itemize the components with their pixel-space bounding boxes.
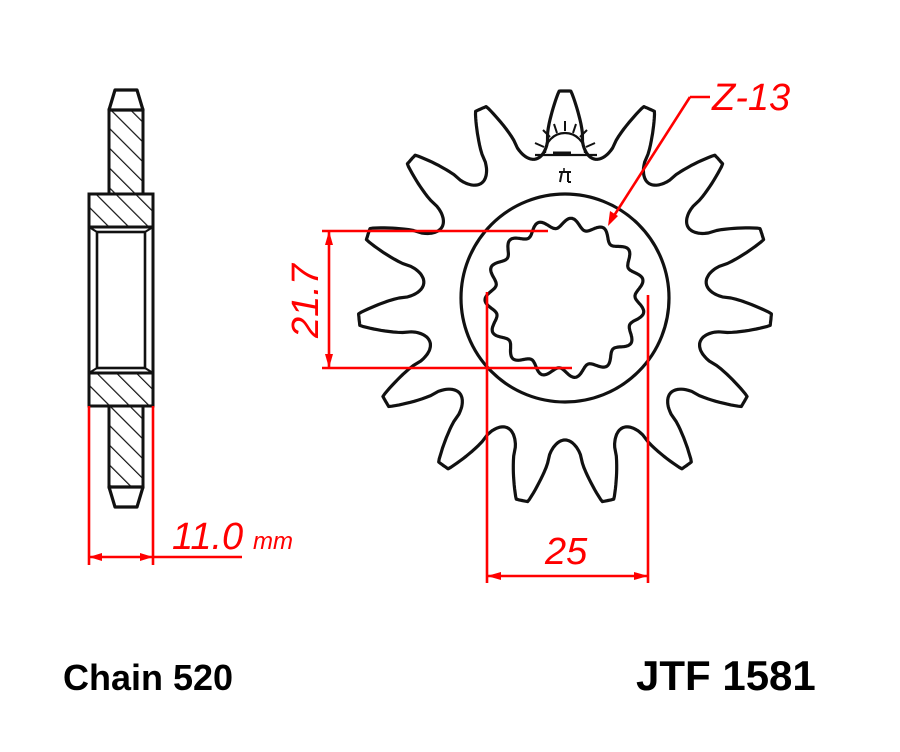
side-bore-chamfer-top — [88, 226, 98, 233]
part-number-label: JTF 1581 — [636, 652, 816, 699]
spline-bore-profile — [483, 216, 646, 379]
side-upper-plate — [107, 108, 145, 196]
sun-logo-icon — [534, 121, 597, 157]
side-upper-hub — [87, 192, 155, 229]
jt-logo-icon — [559, 168, 571, 183]
teeth-count-callout: Z-13 — [608, 77, 790, 226]
thickness-dimension: 11.0 mm — [87, 406, 293, 565]
thickness-unit: mm — [253, 528, 293, 555]
thickness-value: 11.0 — [172, 516, 243, 558]
teeth-count-label: Z-13 — [711, 77, 790, 119]
bore-height-dimension: 21.7 — [285, 229, 572, 370]
spline-width-dimension: 25 — [485, 292, 650, 583]
side-upper-tooth-tip — [107, 88, 145, 112]
side-lower-hub — [87, 371, 155, 408]
chain-label: Chain 520 — [63, 657, 233, 698]
side-lower-tooth-tip — [107, 485, 145, 509]
spline-width-value: 25 — [544, 531, 588, 573]
sprocket-outer-profile — [357, 89, 773, 504]
side-bore-inner — [95, 230, 147, 370]
front-view — [357, 89, 773, 504]
side-view-section — [87, 88, 155, 509]
side-lower-plate — [107, 404, 145, 489]
hub-circle — [459, 192, 671, 404]
side-bore-chamfer-top-r — [144, 226, 154, 233]
bore-height-value: 21.7 — [285, 262, 327, 339]
